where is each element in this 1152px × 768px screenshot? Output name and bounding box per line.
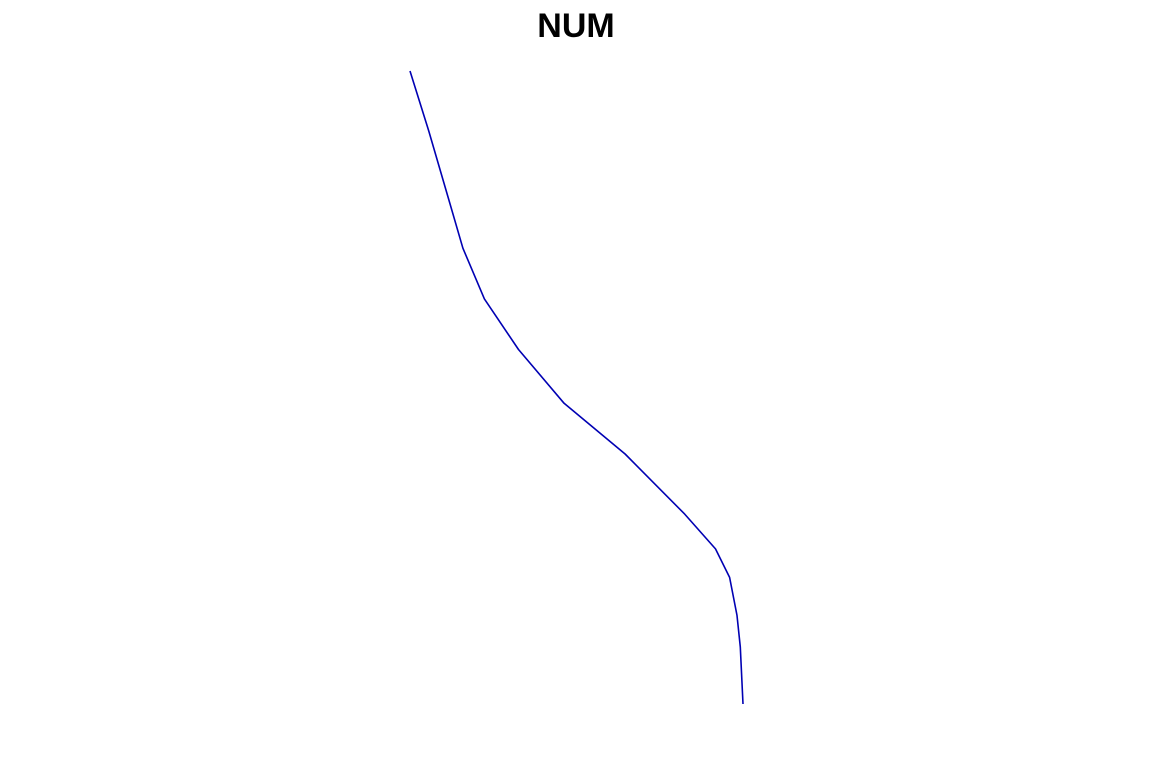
chart-title: NUM: [537, 7, 615, 45]
plot-area: [409, 70, 744, 705]
series-line-0: [409, 70, 744, 705]
